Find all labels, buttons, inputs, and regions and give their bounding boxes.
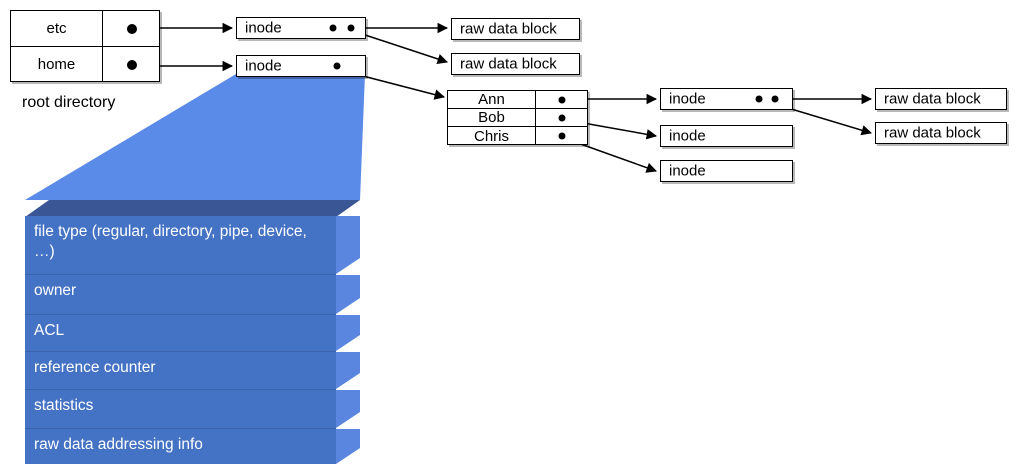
root-directory-caption: root directory <box>22 94 116 111</box>
raw-data-block-etc-1[interactable]: raw data block <box>451 18 580 40</box>
raw-data-block-ann-1[interactable]: raw data block <box>875 88 1007 110</box>
inode-ann-label: inode <box>669 90 706 108</box>
root-entry-name-0: etc <box>11 11 103 46</box>
inode-chris-label: inode <box>669 162 706 180</box>
inode-ann-box[interactable]: inode <box>660 88 793 110</box>
raw-block-label: raw data block <box>460 20 557 38</box>
inode-etc-box[interactable]: inode <box>236 17 366 39</box>
home-entry-pointer-0[interactable] <box>536 91 587 108</box>
inode-field-label: file type (regular, directory, pipe, dev… <box>34 223 307 261</box>
inode-field-side-face <box>336 390 360 428</box>
inode-field-owner: owner <box>25 275 336 315</box>
inode-field-label: ACL <box>34 322 65 339</box>
pointer-dot-icon <box>333 62 341 70</box>
inode-field-side-face <box>336 216 360 274</box>
raw-block-label: raw data block <box>884 90 981 108</box>
raw-data-block-ann-2[interactable]: raw data block <box>875 122 1007 144</box>
root-directory-table: etc home <box>10 10 160 82</box>
pointer-dot-icon <box>755 95 763 103</box>
root-entry-pointer-0[interactable] <box>103 11 159 46</box>
inode-detail-top-face <box>25 200 360 217</box>
inode-field-side-face <box>336 315 360 351</box>
inode-detail-fields: file type (regular, directory, pipe, dev… <box>25 216 336 464</box>
root-entry-pointer-1[interactable] <box>103 47 159 82</box>
home-entry-name-0: Ann <box>448 91 536 108</box>
root-entry-name-1: home <box>11 47 103 82</box>
inode-detail-stack: file type (regular, directory, pipe, dev… <box>25 200 360 464</box>
table-row[interactable]: home <box>11 47 159 82</box>
inode-field-side-face <box>336 275 360 314</box>
inode-home-box[interactable]: inode <box>236 55 366 77</box>
home-entry-pointer-2[interactable] <box>536 127 587 145</box>
pointer-dot-icon <box>558 114 566 121</box>
wedge-shape <box>25 74 365 200</box>
home-entry-pointer-1[interactable] <box>536 109 587 126</box>
pointer-dot-icon <box>329 24 337 32</box>
home-entry-name-2: Chris <box>448 127 536 145</box>
pointer-dot-icon <box>558 96 566 103</box>
raw-data-block-etc-2[interactable]: raw data block <box>451 53 580 75</box>
inode-field-label: reference counter <box>34 359 156 376</box>
inode-bob-label: inode <box>669 127 706 145</box>
inode-field-label: statistics <box>34 397 94 414</box>
pointer-dot-icon <box>127 23 137 34</box>
table-row[interactable]: etc <box>11 11 159 47</box>
raw-block-label: raw data block <box>460 55 557 73</box>
inode-field-side-face <box>336 429 360 464</box>
inode-field-file-type: file type (regular, directory, pipe, dev… <box>25 216 336 275</box>
inode-chris-box[interactable]: inode <box>660 160 793 182</box>
inode-field-acl: ACL <box>25 315 336 352</box>
inode-field-statistics: statistics <box>25 390 336 429</box>
inode-field-label: owner <box>34 282 77 299</box>
raw-block-label: raw data block <box>884 124 981 142</box>
inode-field-label: raw data addressing info <box>34 436 203 453</box>
inode-etc-label: inode <box>245 19 282 37</box>
inode-field-reference-counter: reference counter <box>25 352 336 390</box>
pointer-dot-icon <box>347 24 355 32</box>
table-row[interactable]: Ann <box>448 91 587 109</box>
pointer-dot-icon <box>771 95 779 103</box>
table-row[interactable]: Bob <box>448 109 587 127</box>
inode-bob-box[interactable]: inode <box>660 125 793 147</box>
inode-field-raw-data-addressing: raw data addressing info <box>25 429 336 464</box>
home-entry-name-1: Bob <box>448 109 536 126</box>
inode-home-label: inode <box>245 57 282 75</box>
pointer-dot-icon <box>127 59 137 70</box>
inode-field-side-face <box>336 352 360 389</box>
table-row[interactable]: Chris <box>448 127 587 145</box>
pointer-dot-icon <box>558 132 566 140</box>
home-directory-table: Ann Bob Chris <box>447 90 588 145</box>
